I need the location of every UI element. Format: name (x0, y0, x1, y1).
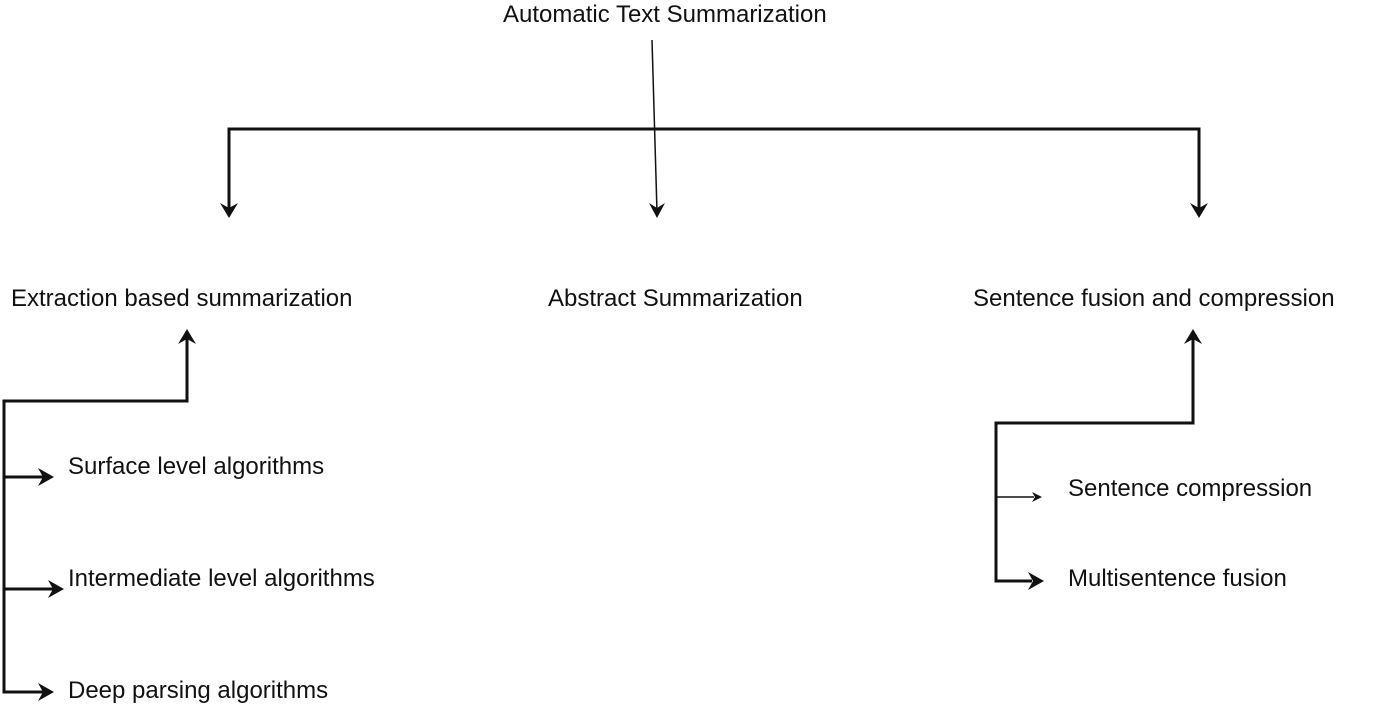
root-node-label: Automatic Text Summarization (503, 1, 827, 28)
deep-parsing-label: Deep parsing algorithms (68, 677, 329, 704)
arrowhead-deep-icon (38, 683, 54, 701)
abstract-category-label: Abstract Summarization (548, 285, 803, 312)
intermediate-level-label: Intermediate level algorithms (68, 565, 375, 592)
extraction-category-label: Extraction based summarization (11, 285, 353, 312)
surface-level-label: Surface level algorithms (68, 453, 325, 480)
extraction-bracket-connector (2, 335, 189, 694)
arrowhead-compression-icon (1032, 492, 1042, 502)
fusion-category-label: Sentence fusion and compression (973, 285, 1335, 312)
sentence-compression-label: Sentence compression (1068, 475, 1313, 502)
arrowhead-extraction-up-icon (178, 329, 196, 344)
arrowhead-fusion-up-icon (1184, 329, 1202, 344)
fusion-bracket-connector (994, 335, 1195, 583)
root-stem-connector (651, 39, 658, 213)
arrowhead-fusion-icon (1190, 203, 1208, 218)
arrowhead-intermediate-icon (48, 580, 64, 598)
arrowhead-abstract-icon (649, 203, 665, 218)
multisentence-fusion-label: Multisentence fusion (1068, 565, 1287, 592)
arrowhead-extraction-icon (220, 203, 238, 218)
arrowhead-surface-icon (38, 468, 54, 486)
arrowhead-multisentence-icon (1028, 572, 1044, 590)
branch-bar-connector (227, 127, 1201, 212)
